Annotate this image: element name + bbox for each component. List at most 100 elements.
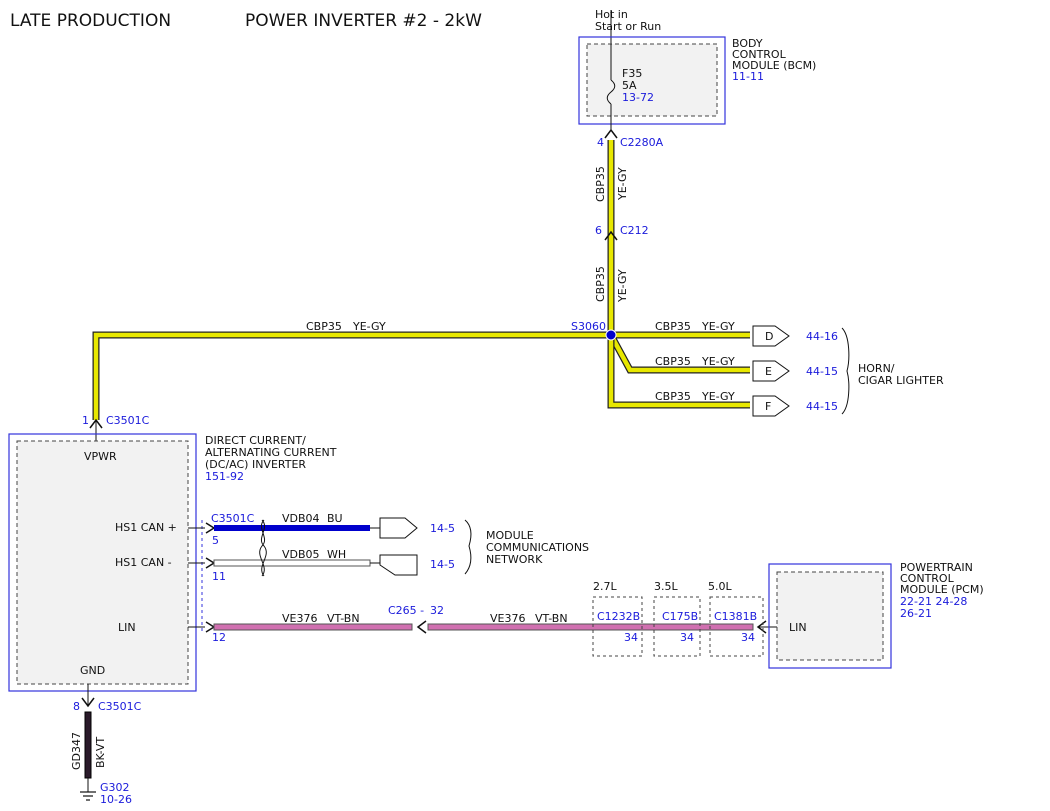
vdb04-wire	[214, 525, 370, 531]
network-label-l1: MODULE	[486, 529, 534, 542]
inverter-pin-lin: LIN	[118, 621, 136, 634]
wire-label-cbp35-f: CBP35	[655, 390, 691, 403]
wire-label-vdb04: VDB04	[282, 512, 320, 525]
pcm-pin-lin: LIN	[789, 621, 807, 634]
output-e-letter: E	[765, 365, 772, 378]
wire-color-bk-vt: BK-VT	[94, 737, 107, 768]
wire-label-cbp35-c: CBP35	[306, 320, 342, 333]
pcm-ref-l1: 22-21 24-28	[900, 595, 967, 608]
output-d-ref: 44-16	[806, 330, 838, 343]
output-d-letter: D	[765, 330, 773, 343]
c212-pin: 6	[595, 224, 602, 237]
wire-label-ve376-a: VE376	[282, 612, 317, 625]
variant-2-7l-connector: C1232B	[597, 610, 640, 623]
can-lo-connector-icon	[205, 557, 216, 569]
output-arrow-d: D	[752, 325, 790, 347]
wire-label-ve376-b: VE376	[490, 612, 525, 625]
ve376-wire-b	[427, 623, 754, 631]
output-e-ref: 44-15	[806, 365, 838, 378]
variant-3-5l-connector: C175B	[662, 610, 698, 623]
c2280a-name: C2280A	[620, 136, 664, 149]
wire-color-ye-gy-c: YE-GY	[352, 320, 386, 333]
diagram-title: POWER INVERTER #2 - 2kW	[245, 11, 482, 31]
c3501c-gnd-pin: 8	[73, 700, 80, 713]
wire-color-ye-gy-d: YE-GY	[701, 320, 735, 333]
c2280a-pin: 4	[597, 136, 604, 149]
horn-brace	[841, 327, 850, 415]
variant-5-0l: 5.0L C1381B 34	[708, 580, 764, 657]
wire-color-ye-gy-a: YE-GY	[616, 167, 629, 201]
wire-color-vt-bn-b: VT-BN	[535, 612, 568, 625]
network-label-l2: COMMUNICATIONS	[486, 541, 589, 554]
inverter-pin-vpwr: VPWR	[84, 450, 117, 463]
bcm-name-l2: CONTROL	[732, 48, 787, 61]
inverter-name-l2: ALTERNATING CURRENT	[205, 446, 337, 459]
wire-color-ye-gy-f: YE-GY	[701, 390, 735, 403]
variant-2-7l-pin: 34	[624, 631, 638, 644]
ground-name: G302	[100, 781, 130, 794]
twisted-pair-icon	[259, 519, 267, 577]
c265-connector-icon	[416, 620, 427, 634]
c212-name: C212	[620, 224, 649, 237]
bcm-name-l3: MODULE (BCM)	[732, 59, 816, 72]
variant-3-5l-engine: 3.5L	[654, 580, 678, 593]
horn-label-l2: CIGAR LIGHTER	[858, 374, 944, 387]
can-hi-ref: 14-5	[430, 522, 455, 535]
wire-color-ye-gy-b: YE-GY	[616, 269, 629, 303]
wire-color-wh: WH	[327, 548, 346, 561]
network-brace	[464, 519, 472, 575]
fuse-id: F35	[622, 67, 642, 80]
inverter-name-l1: DIRECT CURRENT/	[205, 434, 306, 447]
inverter-name-l3: (DC/AC) INVERTER	[205, 458, 306, 471]
variant-2-7l: 2.7L C1232B 34	[592, 580, 643, 657]
wire-label-vdb05: VDB05	[282, 548, 320, 561]
fuse-rating: 5A	[622, 79, 637, 92]
ground-icon	[80, 791, 96, 801]
lin-inverter-pin: 12	[212, 631, 226, 644]
wire-color-bu: BU	[327, 512, 343, 525]
c2280a-connector-icon	[604, 128, 618, 139]
bcm-name-l1: BODY	[732, 37, 763, 50]
variant-5-0l-connector: C1381B	[714, 610, 757, 623]
can-lo-pin: 11	[212, 570, 226, 583]
c3501c-gnd-connector-icon	[81, 697, 95, 708]
c265-pin: 32	[430, 604, 444, 617]
wire-label-gd347: GD347	[70, 732, 83, 770]
bcm-ref: 11-11	[732, 70, 764, 83]
output-f-ref: 44-15	[806, 400, 838, 413]
splice-s3060-icon	[605, 329, 617, 341]
inverter-ref: 151-92	[205, 470, 244, 483]
ve376-wire-a	[213, 623, 413, 631]
fuse-ref: 13-72	[622, 91, 654, 104]
wire-color-ye-gy-e: YE-GY	[701, 355, 735, 368]
c3501c-top-pin: 1	[82, 414, 89, 427]
pcm-name-l1: POWERTRAIN	[900, 561, 973, 574]
wire-label-cbp35-d: CBP35	[655, 320, 691, 333]
inverter-pin-gnd: GND	[80, 664, 105, 677]
can-lo-output-arrow	[379, 554, 418, 576]
fuse-f35-icon	[606, 79, 616, 105]
c3501c-top-name: C3501C	[106, 414, 150, 427]
variant-3-5l-pin: 34	[680, 631, 694, 644]
network-label-l3: NETWORK	[486, 553, 543, 566]
bcm-module	[578, 36, 726, 125]
output-arrow-f: F	[752, 395, 790, 417]
output-arrow-e: E	[752, 360, 790, 382]
pcm-name-l3: MODULE (PCM)	[900, 583, 984, 596]
variant-5-0l-engine: 5.0L	[708, 580, 732, 593]
c3501c-gnd-name: C3501C	[98, 700, 142, 713]
wire-label-cbp35-b: CBP35	[594, 266, 607, 302]
ground-ref: 10-26	[100, 793, 132, 806]
variant-3-5l: 3.5L C175B 34	[653, 580, 701, 657]
splice-name: S3060	[571, 320, 606, 333]
horn-label-l1: HORN/	[858, 362, 895, 375]
hot-source-line2: Start or Run	[595, 20, 661, 33]
cbp35-wire-network	[92, 140, 750, 420]
pcm-name-l2: CONTROL	[900, 572, 955, 585]
c265-name: C265 -	[388, 604, 424, 617]
can-hi-output-arrow	[379, 517, 418, 539]
inverter-pin-can-lo: HS1 CAN -	[115, 556, 172, 569]
wire-color-vt-bn-a: VT-BN	[327, 612, 360, 625]
variant-5-0l-pin: 34	[741, 631, 755, 644]
